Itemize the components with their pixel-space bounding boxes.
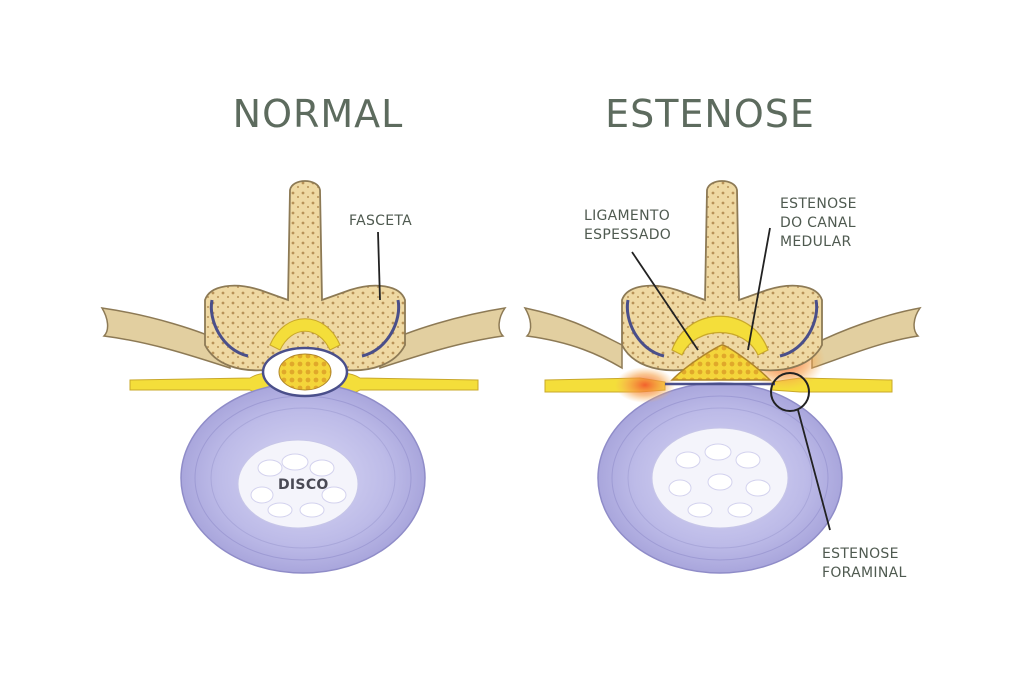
transverse-process-right-normal	[379, 306, 507, 370]
label-fasceta: FASCETA	[349, 213, 412, 229]
lamina-stenosis	[621, 180, 823, 372]
spinal-cord-compressed	[670, 344, 772, 381]
label-foraminal: ESTENOSE FORAMINAL	[822, 545, 907, 583]
foraminal-circle	[770, 372, 810, 412]
transverse-process-right-stenosis	[811, 306, 922, 370]
label-canal-medular: ESTENOSE DO CANAL MEDULAR	[780, 195, 857, 252]
vertebra-normal	[100, 180, 507, 574]
label-canal-line3: MEDULAR	[780, 234, 852, 250]
label-foraminal-line1: ESTENOSE	[822, 546, 899, 562]
thickened-ligament	[671, 315, 769, 356]
fasceta-pointer	[377, 231, 381, 301]
inflammation-left	[615, 367, 675, 403]
label-foraminal-line2: FORAMINAL	[822, 565, 907, 581]
lamina-normal	[204, 180, 406, 372]
spinal-cord-normal	[278, 353, 332, 391]
ligament-pointer	[631, 251, 699, 351]
label-canal-line1: ESTENOSE	[780, 196, 857, 212]
label-ligamento-line2: ESPESSADO	[584, 227, 672, 243]
canal-pointer	[747, 227, 771, 351]
title-stenosis: ESTENOSE	[605, 92, 815, 136]
title-normal: NORMAL	[232, 92, 404, 136]
label-ligamento: LIGAMENTO ESPESSADO	[584, 207, 671, 245]
foraminal-pointer	[797, 409, 831, 531]
label-ligamento-line1: LIGAMENTO	[584, 208, 671, 224]
label-canal-line2: DO CANAL	[780, 215, 856, 231]
transverse-process-left-normal	[100, 307, 231, 370]
label-disco: DISCO	[278, 477, 329, 493]
vertebra-stenosis	[523, 180, 922, 574]
transverse-process-left-stenosis	[523, 306, 623, 370]
